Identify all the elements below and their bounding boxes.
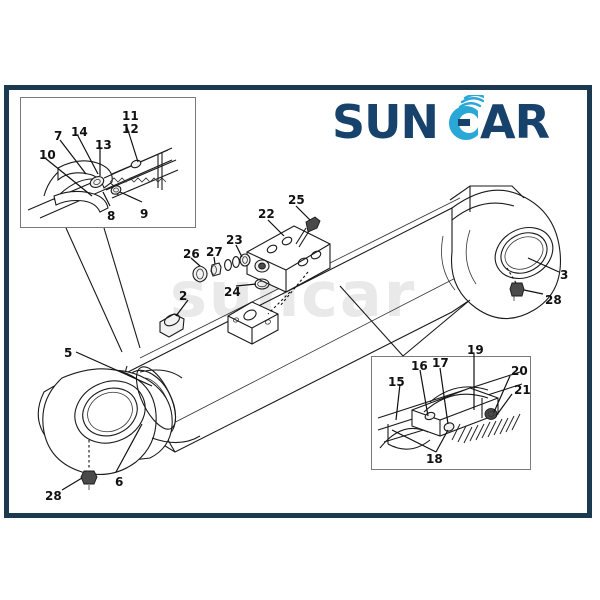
- callout-label-10: 10: [39, 148, 56, 162]
- callout-label-8: 8: [107, 209, 116, 223]
- callout-label-26: 26: [183, 247, 200, 261]
- main-leader-lines: [61, 205, 560, 491]
- detail-box-top-left: [20, 97, 196, 228]
- callout-label-19-top: 19: [467, 343, 484, 357]
- logo-text-sun: SUN: [332, 95, 439, 149]
- callout-label-28-left: 28: [45, 489, 62, 503]
- logo-letter-c-icon: [438, 95, 484, 145]
- callout-label-20: 20: [511, 364, 528, 378]
- rod-end-eye: [37, 366, 201, 475]
- detail-box-bottom-right: [371, 356, 531, 470]
- callout-label-22: 22: [258, 207, 275, 221]
- logo-text-ar: AR: [479, 95, 550, 149]
- rod-eye-grease-fitting: [80, 440, 98, 490]
- callout-label-17: 17: [432, 356, 449, 370]
- callout-label-12: 12: [122, 122, 139, 136]
- callout-label-9: 9: [140, 207, 149, 221]
- callout-label-24: 24: [224, 285, 241, 299]
- callout-label-23: 23: [226, 233, 243, 247]
- detail-box-connector-lines: [65, 227, 471, 357]
- callout-label-3: 3: [560, 268, 569, 282]
- callout-label-25: 25: [288, 193, 305, 207]
- suncar-logo: SUN AR: [332, 95, 550, 149]
- seal-and-fitting-parts: [159, 253, 270, 338]
- callout-label-21: 21: [514, 383, 531, 397]
- valve-block-assembly: [227, 216, 331, 345]
- callout-label-5: 5: [64, 346, 73, 360]
- callout-label-27: 27: [206, 245, 223, 259]
- callout-label-18-bottom: 18: [426, 452, 443, 466]
- callout-label-28-right: 28: [545, 293, 562, 307]
- callout-label-6: 6: [115, 475, 124, 489]
- logo-c-svg: [448, 95, 484, 140]
- callout-label-7: 7: [54, 129, 63, 143]
- cylinder-base-end: [441, 185, 562, 320]
- callout-label-2: 2: [179, 289, 188, 303]
- detail-art-bottom-right: [377, 354, 523, 453]
- callout-label-14: 14: [71, 125, 88, 139]
- callout-label-15: 15: [388, 375, 405, 389]
- detail-art-top-left: [27, 123, 179, 219]
- callout-label-11: 11: [122, 109, 139, 123]
- callout-label-16: 16: [411, 359, 428, 373]
- callout-label-13: 13: [95, 138, 112, 152]
